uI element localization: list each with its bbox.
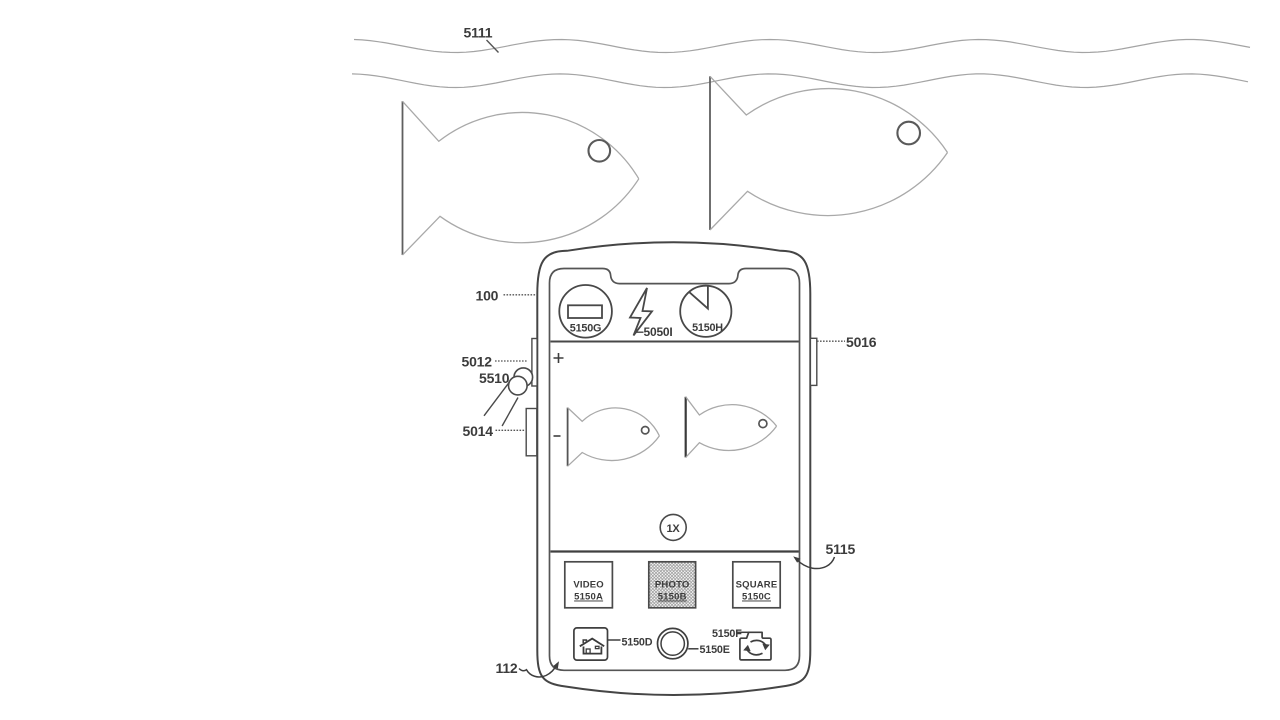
svg-text:5016: 5016 (846, 334, 877, 350)
svg-text:5150C: 5150C (742, 592, 771, 603)
svg-text:SQUARE: SQUARE (736, 580, 778, 591)
svg-text:5111: 5111 (464, 25, 493, 41)
svg-text:5050I: 5050I (644, 325, 673, 339)
svg-text:5012: 5012 (462, 353, 493, 369)
svg-text:VIDEO: VIDEO (573, 580, 604, 591)
svg-text:5014: 5014 (463, 423, 494, 439)
svg-text:5510: 5510 (479, 370, 510, 386)
svg-text:5150D: 5150D (622, 637, 653, 649)
svg-text:5150E: 5150E (700, 644, 730, 656)
svg-text:112: 112 (496, 660, 518, 676)
svg-text:100: 100 (476, 287, 499, 303)
svg-text:5150B: 5150B (658, 592, 687, 603)
svg-text:PHOTO: PHOTO (655, 580, 690, 591)
svg-text:5150H: 5150H (692, 322, 723, 334)
svg-text:5150G: 5150G (570, 323, 601, 335)
svg-text:5150A: 5150A (574, 592, 603, 603)
svg-text:5115: 5115 (826, 541, 856, 557)
svg-text:1X: 1X (666, 523, 680, 535)
svg-text:5150F: 5150F (712, 628, 742, 640)
